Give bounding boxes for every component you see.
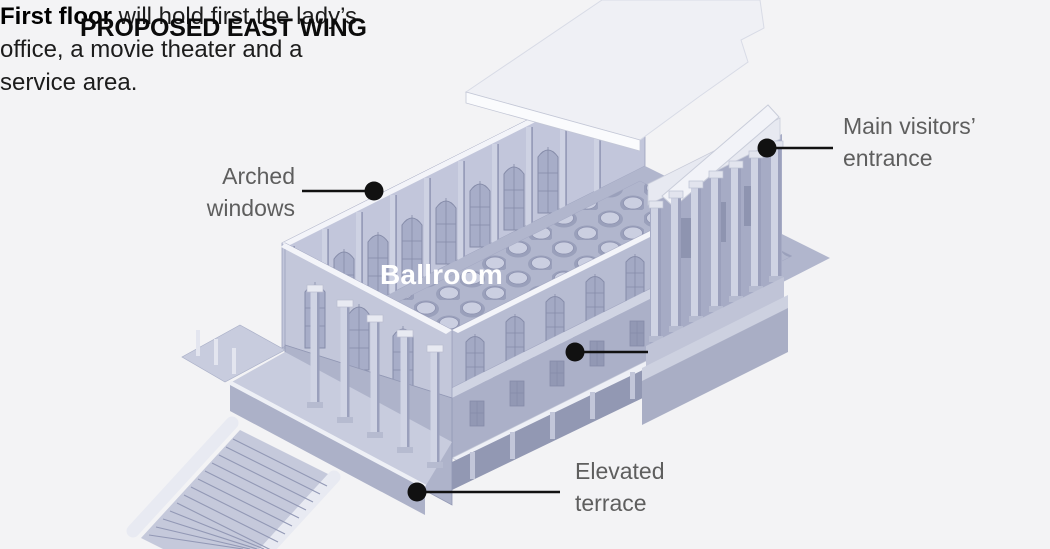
- roof: [464, 0, 765, 152]
- callout-first-floor-lead: First floor: [0, 3, 112, 30]
- story-divider: [452, 278, 672, 398]
- callout-dot-first-floor: [565, 342, 585, 362]
- se-terrace-undercroft: [452, 352, 680, 490]
- callout-first-floor-text: will hold first the lady’s office, a mov…: [0, 3, 357, 96]
- leader-lines: [302, 146, 833, 494]
- se-exterior-wall: [451, 219, 681, 490]
- terrace-rail: [228, 380, 427, 490]
- portico-lower-wall: [642, 308, 788, 425]
- portico-stylobate: [646, 277, 784, 371]
- callout-dots: [364, 138, 777, 502]
- callout-first-floor: First floor will hold first the lady’s o…: [0, 0, 360, 99]
- page-title: PROPOSED EAST WING: [80, 14, 367, 42]
- callout-main-entrance: Main visitors’ entrance: [843, 113, 976, 171]
- roof-fascia: [465, 91, 641, 152]
- callout-dot-main-entrance: [757, 138, 777, 158]
- callout-dot-elevated-terrace: [407, 482, 427, 502]
- terrace-parapet: [230, 385, 425, 515]
- grand-staircase: [126, 416, 341, 549]
- elevated-terrace: [181, 284, 452, 515]
- main-entrance-portico: [642, 104, 788, 425]
- callout-elevated-terrace: Elevated terrace: [575, 458, 665, 516]
- callout-dot-arched-windows: [364, 181, 384, 201]
- ballroom-label: Ballroom: [380, 259, 503, 290]
- callout-arched-windows: Arched windows: [206, 163, 295, 221]
- portico-step: [642, 295, 788, 383]
- building-cutaway: [126, 0, 830, 549]
- cut-wall-rim: [281, 243, 452, 334]
- cut-wall-rim: [452, 220, 678, 333]
- stair-ramps: [126, 416, 341, 549]
